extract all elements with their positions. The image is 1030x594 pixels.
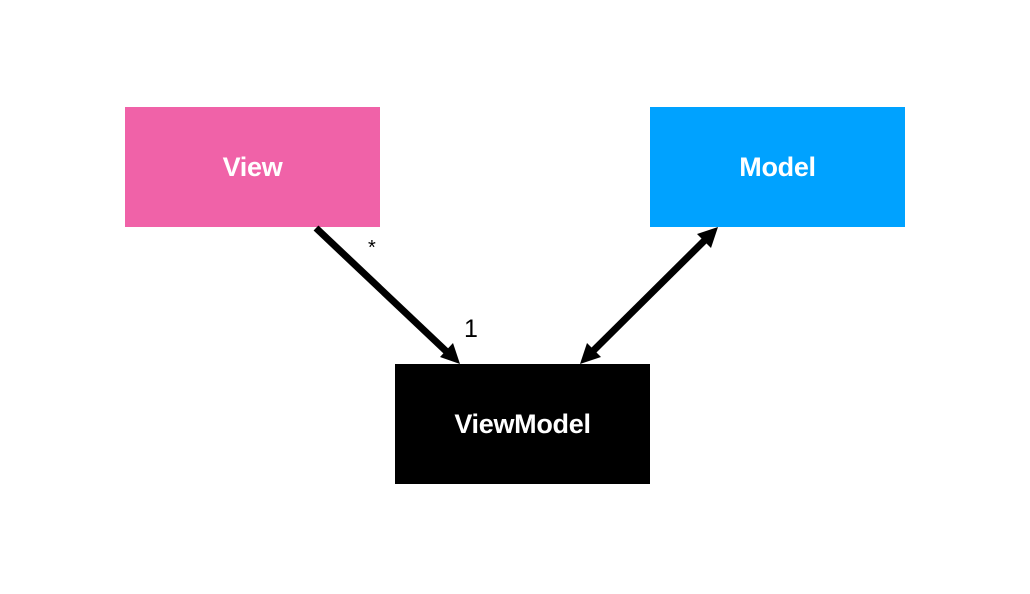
view-node: View: [125, 107, 380, 227]
model-node: Model: [650, 107, 905, 227]
view-to-viewmodel-line: [313, 225, 450, 355]
view-node-label: View: [222, 151, 283, 182]
target-multiplicity-label: 1: [464, 315, 478, 343]
viewmodel-node-label: ViewModel: [454, 408, 591, 439]
viewmodel-node: ViewModel: [395, 364, 650, 484]
viewmodel-end-arrowhead: [580, 343, 601, 364]
model-node-label: Model: [739, 151, 816, 182]
viewmodel-model-edge: [580, 227, 718, 364]
model-end-arrowhead: [697, 227, 718, 248]
view-to-viewmodel-arrowhead: [440, 343, 460, 364]
source-multiplicity-label: *: [368, 237, 376, 259]
view-to-viewmodel-edge: [313, 225, 460, 364]
viewmodel-model-line: [590, 237, 708, 354]
